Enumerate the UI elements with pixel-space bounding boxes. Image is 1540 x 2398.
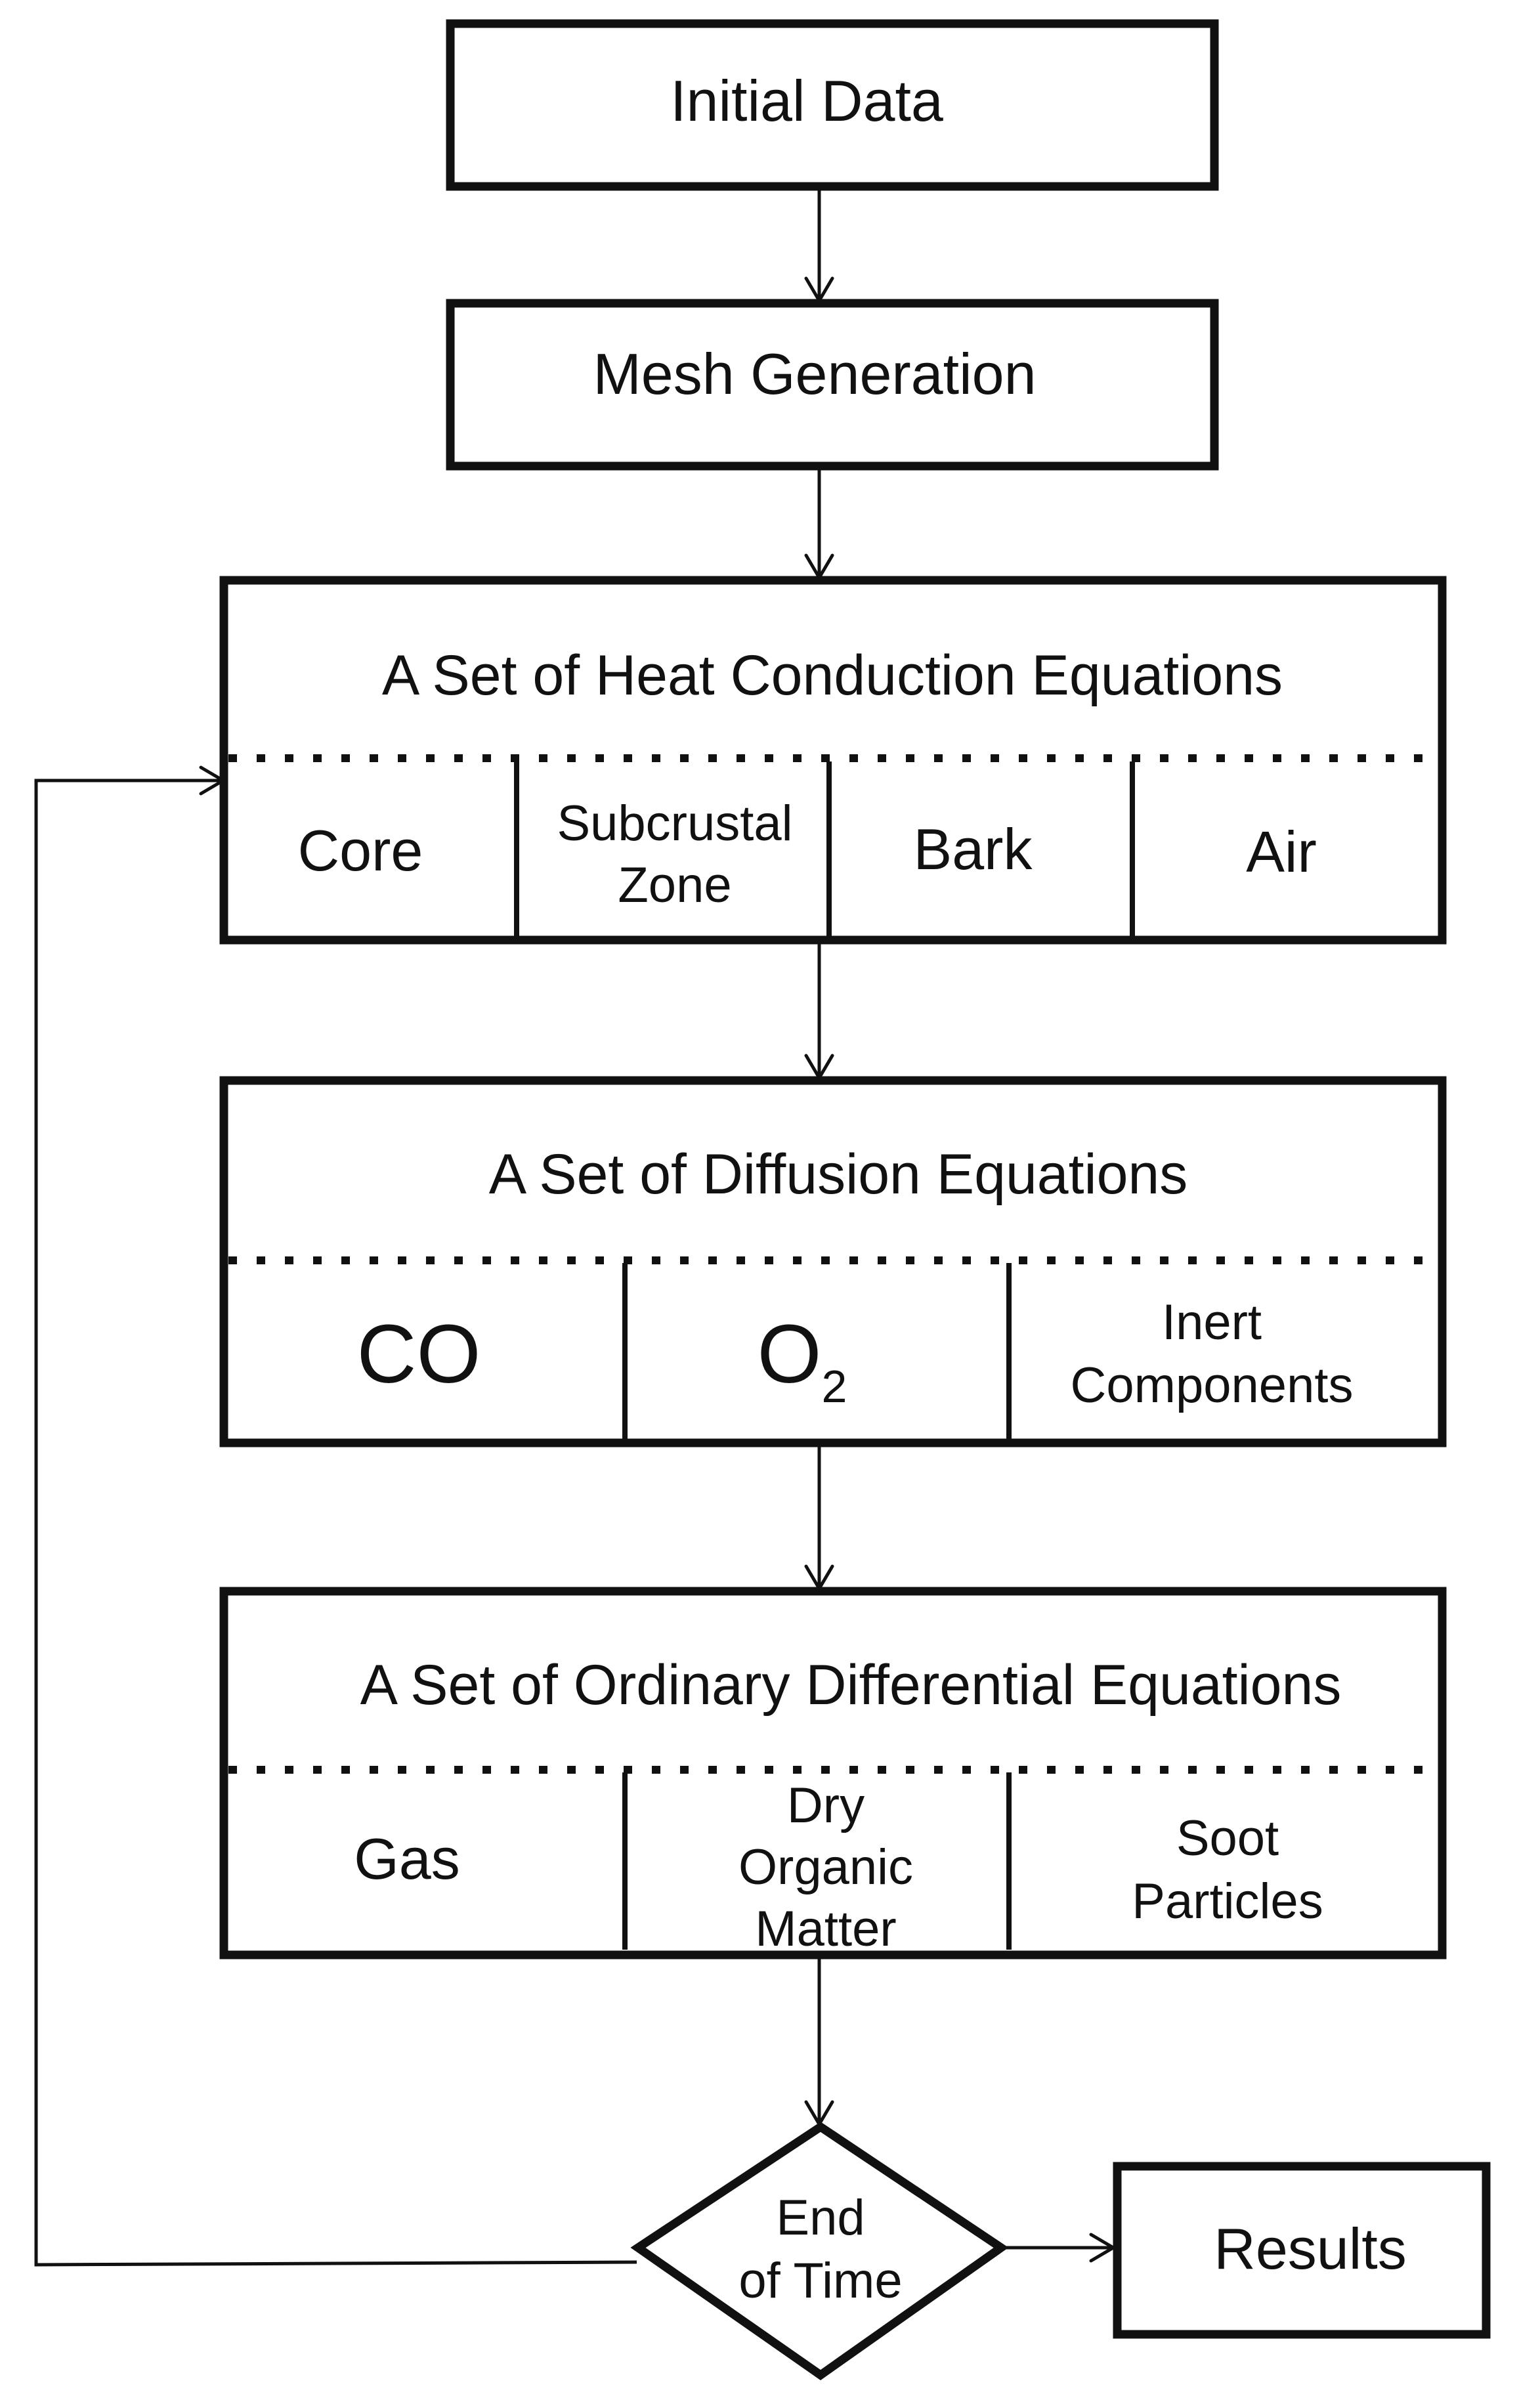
heat-conduction-title: A Set of Heat Conduction Equations xyxy=(382,644,1283,707)
initial-data-label: Initial Data xyxy=(670,68,943,133)
initial-data-node: Initial Data xyxy=(446,19,1219,191)
cell-o2: O2 xyxy=(758,1308,847,1412)
cell-dry-line1: Dry xyxy=(787,1778,865,1833)
cell-gas: Gas xyxy=(354,1826,460,1891)
mesh-generation-box xyxy=(446,299,1219,471)
cell-dry-line3: Matter xyxy=(755,1901,896,1957)
heat-conduction-node: A Set of Heat Conduction Equations Core … xyxy=(219,576,1447,945)
cell-bark: Bark xyxy=(914,817,1033,882)
diffusion-node: A Set of Diffusion Equations CO O2 Inert… xyxy=(219,1076,1447,1447)
cell-soot-line2: Particles xyxy=(1132,1873,1323,1929)
cell-dry-line2: Organic xyxy=(738,1839,913,1895)
decision-line2: of Time xyxy=(738,2253,902,2309)
cell-subcrustal-line1: Subcrustal xyxy=(557,796,792,851)
cell-inert-line2: Components xyxy=(1071,1358,1354,1413)
decision-diamond xyxy=(630,2122,1009,2380)
cell-inert-line1: Inert xyxy=(1162,1295,1262,1350)
cell-co: CO xyxy=(357,1308,481,1400)
cell-air: Air xyxy=(1246,819,1317,884)
heat-conduction-box xyxy=(219,576,1447,945)
cell-o2-subscript: 2 xyxy=(822,1361,847,1412)
edge-loop-back xyxy=(34,779,637,2267)
cell-o2-base: O xyxy=(758,1308,822,1400)
cell-core: Core xyxy=(298,818,423,883)
results-node: Results xyxy=(1113,2162,1491,2339)
mesh-generation-label: Mesh Generation xyxy=(593,341,1036,406)
end-of-time-decision: End of Time xyxy=(630,2122,1009,2380)
cell-soot-line1: Soot xyxy=(1176,1810,1279,1866)
results-box xyxy=(1113,2162,1491,2339)
mesh-generation-node: Mesh Generation xyxy=(446,299,1219,471)
initial-data-box xyxy=(446,19,1219,191)
decision-line1: End xyxy=(776,2190,865,2246)
cell-subcrustal-line2: Zone xyxy=(618,857,731,913)
results-label: Results xyxy=(1214,2216,1406,2281)
ode-node: A Set of Ordinary Differential Equations… xyxy=(219,1587,1447,1959)
ode-title: A Set of Ordinary Differential Equations xyxy=(360,1654,1342,1717)
diffusion-title: A Set of Diffusion Equations xyxy=(489,1143,1188,1206)
